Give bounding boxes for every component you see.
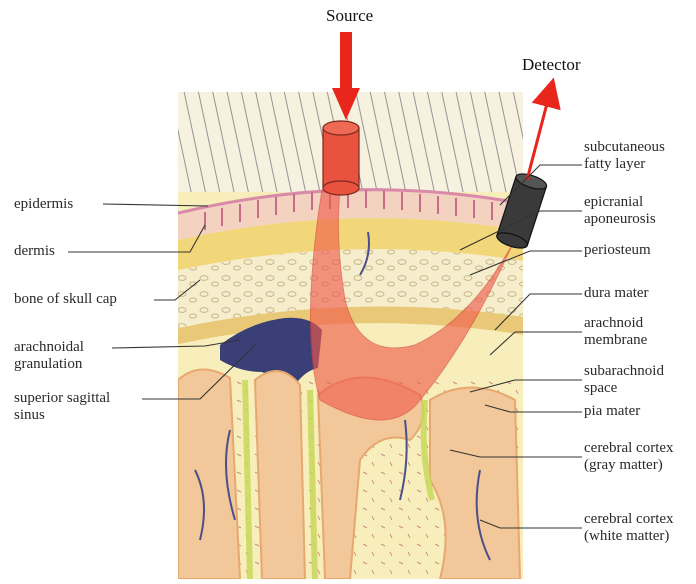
label-line: pia mater — [584, 403, 640, 420]
label-pia-mater: pia mater — [584, 403, 640, 420]
label-line: superior sagittal — [14, 390, 110, 407]
label-superior-sagittal-sinus: superior sagittal sinus — [14, 390, 110, 424]
label-subarachnoid-space: subarachnoid space — [584, 363, 664, 397]
label-line: arachnoid — [584, 315, 647, 332]
label-line: (gray matter) — [584, 457, 674, 474]
label-line: subcutaneous — [584, 139, 665, 156]
label-arachnoidal-granulation: arachnoidal granulation — [14, 339, 84, 373]
label-cerebral-cortex-white: cerebral cortex (white matter) — [584, 511, 674, 545]
label-subcutaneous-fatty-layer: subcutaneous fatty layer — [584, 139, 665, 173]
label-line: fatty layer — [584, 156, 665, 173]
label-line: sinus — [14, 407, 110, 424]
label-epidermis: epidermis — [14, 196, 73, 213]
label-line: dermis — [14, 243, 55, 260]
label-bone-of-skull-cap: bone of skull cap — [14, 291, 117, 308]
label-line: membrane — [584, 332, 647, 349]
label-line: cerebral cortex — [584, 440, 674, 457]
label-arachnoid-membrane: arachnoid membrane — [584, 315, 647, 349]
label-periosteum: periosteum — [584, 242, 651, 259]
label-line: subarachnoid — [584, 363, 664, 380]
label-line: arachnoidal — [14, 339, 84, 356]
label-epicranial-aponeurosis: epicranial aponeurosis — [584, 194, 656, 228]
label-line: aponeurosis — [584, 211, 656, 228]
label-line: cerebral cortex — [584, 511, 674, 528]
label-line: bone of skull cap — [14, 291, 117, 308]
label-line: space — [584, 380, 664, 397]
label-line: granulation — [14, 356, 84, 373]
label-dermis: dermis — [14, 243, 55, 260]
source-label: Source — [326, 6, 373, 26]
detector-label: Detector — [522, 55, 581, 75]
label-line: periosteum — [584, 242, 651, 259]
label-cerebral-cortex-gray: cerebral cortex (gray matter) — [584, 440, 674, 474]
source-probe — [323, 121, 359, 195]
label-line: epicranial — [584, 194, 656, 211]
label-line: (white matter) — [584, 528, 674, 545]
label-dura-mater: dura mater — [584, 285, 649, 302]
label-line: epidermis — [14, 196, 73, 213]
label-line: dura mater — [584, 285, 649, 302]
